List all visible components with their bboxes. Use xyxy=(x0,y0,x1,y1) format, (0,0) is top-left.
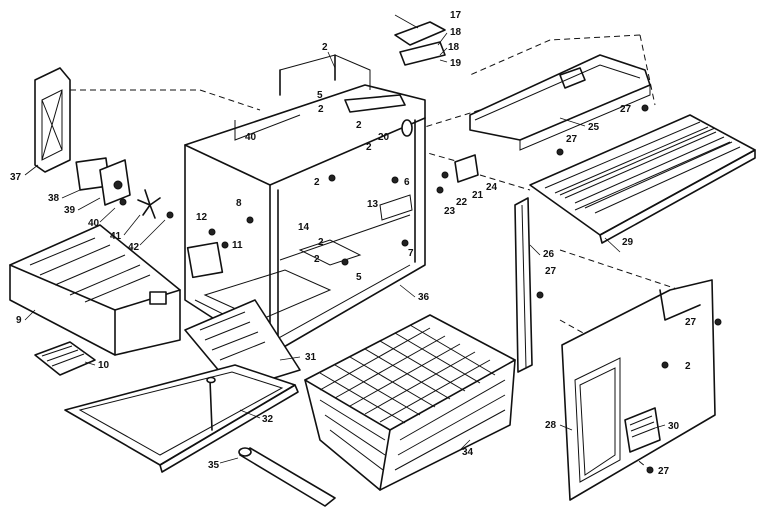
callout-2: 2 xyxy=(685,361,691,372)
callout-5: 5 xyxy=(356,272,362,283)
fan-assembly xyxy=(75,157,174,219)
evaporator-cover xyxy=(469,54,651,151)
callout-6: 6 xyxy=(404,177,410,188)
callout-25: 25 xyxy=(588,122,600,133)
callout-40: 40 xyxy=(245,132,257,143)
callout-8: 8 xyxy=(236,198,242,209)
callout-28: 28 xyxy=(545,420,557,431)
callout-18: 18 xyxy=(448,42,460,53)
ice-tray xyxy=(34,341,96,376)
callout-38: 38 xyxy=(48,193,60,204)
callout-21: 21 xyxy=(472,190,484,201)
callout-36: 36 xyxy=(418,292,430,303)
callout-2: 2 xyxy=(356,120,362,131)
callout-41: 41 xyxy=(110,231,122,242)
callout-24: 24 xyxy=(486,182,498,193)
crisper-drawer xyxy=(9,224,181,356)
callout-labels: 2 5 2 40 2 20 2 2 6 8 13 12 14 11 2 7 2 … xyxy=(10,10,697,477)
callout-27: 27 xyxy=(566,134,578,145)
callout-34: 34 xyxy=(462,447,474,458)
callout-9: 9 xyxy=(16,315,22,326)
callout-2: 2 xyxy=(322,42,328,53)
callout-10: 10 xyxy=(98,360,110,371)
support-post xyxy=(206,376,216,431)
door-panel xyxy=(561,279,716,501)
callout-11: 11 xyxy=(232,240,243,251)
callout-37: 37 xyxy=(10,172,22,183)
callout-27: 27 xyxy=(658,466,670,477)
control-bracket xyxy=(34,67,71,173)
callout-22: 22 xyxy=(456,197,468,208)
callout-7: 7 xyxy=(408,248,414,259)
callout-40: 40 xyxy=(88,218,100,229)
callout-12: 12 xyxy=(196,212,208,223)
fasteners xyxy=(208,104,722,474)
callout-20: 20 xyxy=(378,132,390,143)
callout-2: 2 xyxy=(318,237,324,248)
callout-17: 17 xyxy=(450,10,462,21)
drain-tube xyxy=(238,447,336,507)
wire-shelf xyxy=(529,114,756,244)
top-bracket xyxy=(394,21,446,66)
callout-14: 14 xyxy=(298,222,310,233)
callout-30: 30 xyxy=(668,421,680,432)
base-trays xyxy=(64,299,301,473)
callout-13: 13 xyxy=(367,199,379,210)
callout-23: 23 xyxy=(444,206,456,217)
callout-27: 27 xyxy=(620,104,632,115)
callout-42: 42 xyxy=(128,242,140,253)
wire-basket xyxy=(304,314,516,491)
callout-27: 27 xyxy=(545,266,557,277)
callout-32: 32 xyxy=(262,414,274,425)
cabinet-liner xyxy=(184,54,426,356)
callout-2: 2 xyxy=(314,254,320,265)
callout-26: 26 xyxy=(543,249,555,260)
callout-29: 29 xyxy=(622,237,634,248)
callout-2: 2 xyxy=(318,104,324,115)
callout-5: 5 xyxy=(317,90,323,101)
callout-18: 18 xyxy=(450,27,462,38)
callout-2: 2 xyxy=(314,177,320,188)
side-rail xyxy=(514,197,533,373)
callout-39: 39 xyxy=(64,205,76,216)
callout-27: 27 xyxy=(685,317,697,328)
callout-2: 2 xyxy=(366,142,372,153)
callout-35: 35 xyxy=(208,460,220,471)
callout-19: 19 xyxy=(450,58,462,69)
callout-31: 31 xyxy=(305,352,317,363)
thermostat xyxy=(436,154,479,194)
leader-lines xyxy=(24,14,666,464)
